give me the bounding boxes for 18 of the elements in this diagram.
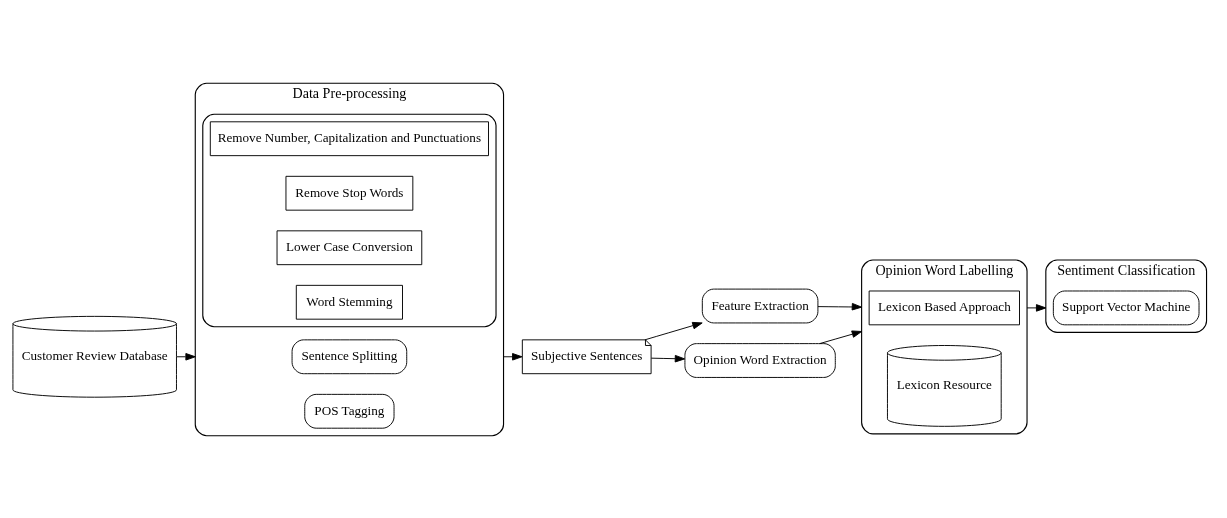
- node-box: Lexicon Based Approach: [868, 290, 1020, 325]
- node-box: Lower Case Conversion: [276, 229, 423, 265]
- cluster: [202, 113, 497, 327]
- node-box: Remove Stop Words: [285, 175, 414, 211]
- node-box: Opinion Word Extraction: [684, 342, 836, 378]
- node-box: Remove Number, Capitalization and Punctuations: [209, 120, 489, 156]
- arrow: [650, 354, 686, 362]
- arrow: [503, 352, 523, 361]
- arrow: [1026, 303, 1047, 312]
- arrow: [644, 321, 703, 340]
- arrow: [819, 329, 863, 344]
- node-box: Word Stemming: [295, 284, 403, 320]
- arrow: [176, 352, 196, 361]
- node-box: POS Tagging: [304, 393, 395, 429]
- node-box: Sentence Splitting: [291, 338, 408, 374]
- arrow: [817, 302, 863, 310]
- node-box: Support Vector Machine: [1052, 290, 1200, 325]
- node-box: Feature Extraction: [701, 288, 819, 323]
